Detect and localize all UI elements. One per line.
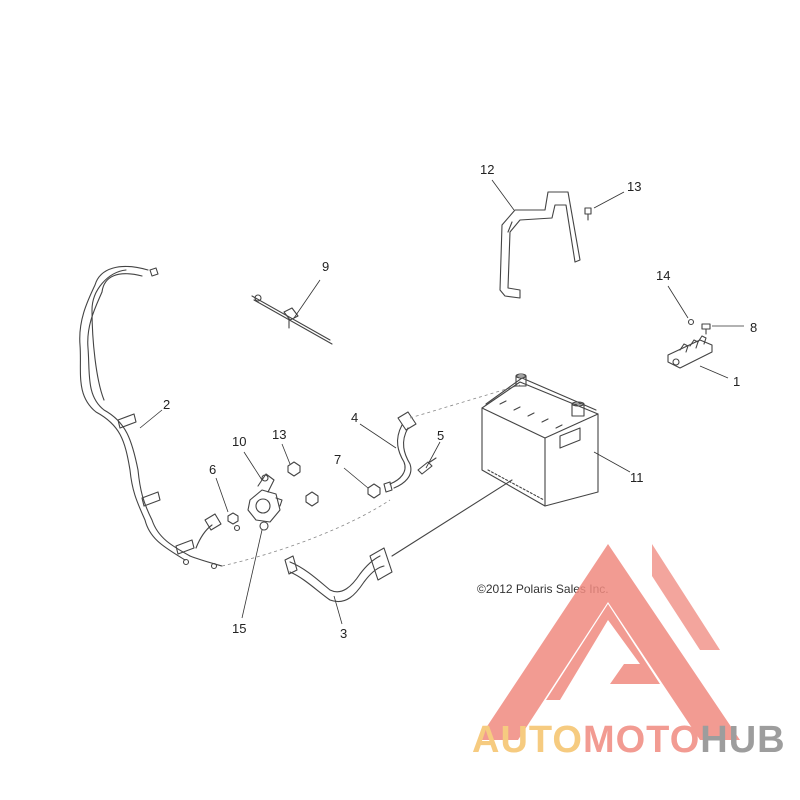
cable-bolt: [417, 457, 437, 475]
callout-13-upper: 13: [627, 179, 641, 194]
copyright-notice: ©2012 Polaris Sales Inc.: [477, 582, 609, 596]
watermark-auto: AUTO: [472, 719, 583, 761]
callout-5: 5: [437, 428, 444, 443]
wire-harness: [79, 266, 223, 570]
battery: [481, 373, 599, 507]
automotohub-watermark: AUTOMOTOHUB: [472, 544, 786, 761]
callout-4: 4: [351, 410, 358, 425]
solenoid-nut: [287, 461, 319, 507]
callout-3: 3: [340, 626, 347, 641]
callout-15: 15: [232, 621, 246, 636]
callout-13-lower: 13: [272, 427, 286, 442]
battery-bracket: [499, 191, 581, 299]
watermark-triangle-outer: [478, 544, 740, 740]
watermark-triangle-mid: [652, 544, 720, 650]
terminal-screw: [701, 323, 711, 335]
leader-lines: [139, 179, 744, 625]
callout-11: 11: [630, 470, 644, 485]
callout-12: 12: [480, 162, 494, 177]
callout-1: 1: [733, 374, 740, 389]
watermark-hub: HUB: [700, 719, 785, 761]
cable-strap: [251, 294, 333, 345]
callout-6: 6: [209, 462, 216, 477]
routing-line: [221, 499, 391, 567]
watermark-moto: MOTO: [583, 719, 700, 761]
callout-9: 9: [322, 259, 329, 274]
starter-solenoid: [247, 473, 283, 523]
callout-7: 7: [334, 452, 341, 467]
bracket-bolt: [584, 207, 592, 221]
callout-2: 2: [163, 397, 170, 412]
callout-10: 10: [232, 434, 246, 449]
terminal-nut: [687, 318, 695, 326]
terminal-block: [667, 335, 713, 369]
watermark-text: AUTOMOTOHUB: [472, 719, 786, 761]
watermark-triangle-inner: [546, 604, 660, 700]
ground-bolt: [367, 483, 381, 499]
callout-labels: 1 2 3 4 5 6 7 8 9 10 11 12 13 13 14 15: [163, 162, 757, 641]
solenoid-fastener: [259, 521, 269, 531]
small-nut: [227, 512, 241, 532]
positive-cable: [284, 479, 513, 602]
callout-14: 14: [656, 268, 670, 283]
callout-8: 8: [750, 320, 757, 335]
ground-cable: [383, 384, 521, 493]
